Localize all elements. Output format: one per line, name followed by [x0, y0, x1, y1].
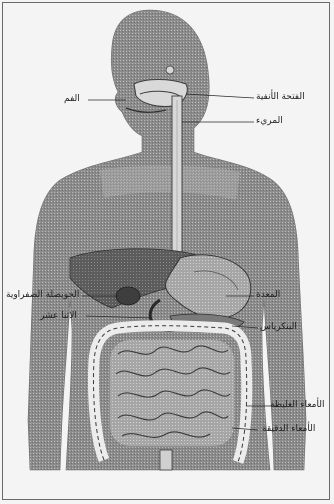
small-intestine-organ	[110, 340, 234, 446]
label-large-intestine: الأمعاء الغليظة	[270, 400, 324, 411]
label-small-intestine: الأمعاء الدقيقة	[262, 424, 315, 435]
label-stomach: المعدة	[256, 290, 280, 301]
label-gallbladder: الحويصلة الصفراوية	[6, 290, 79, 301]
label-pancreas: البنكرياس	[260, 322, 297, 333]
label-mouth: الفم	[64, 94, 80, 105]
gallbladder-organ	[116, 287, 140, 305]
label-oral-cavity: الفتحة الأنفية	[256, 92, 305, 103]
esophagus-tube	[172, 96, 182, 256]
rectum	[160, 450, 172, 470]
label-duodenum: الاثنا عشر	[40, 311, 77, 322]
label-esophagus: المريء	[256, 116, 283, 127]
